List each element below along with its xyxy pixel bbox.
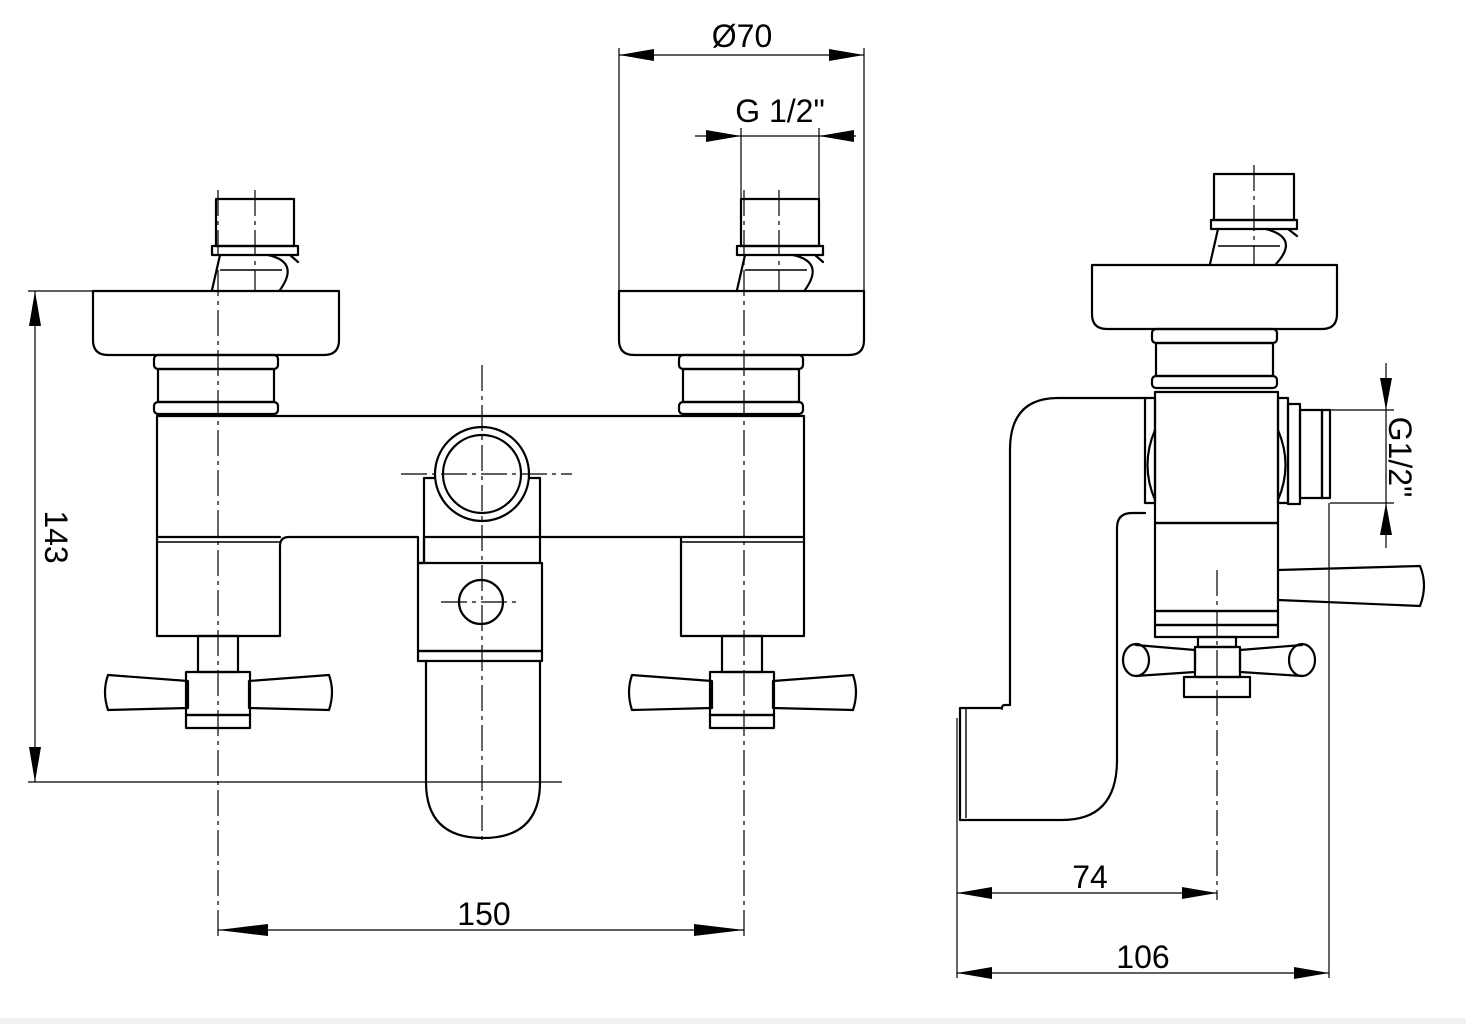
right-ring [677, 353, 805, 416]
spout [416, 476, 544, 840]
dim-label-106: 106 [1116, 939, 1169, 975]
dim-label-143: 143 [38, 510, 74, 563]
dim-label-thread-top: G 1/2" [735, 93, 825, 129]
front-view: 143 150 Ø70 G 1/2" [28, 18, 866, 940]
side-collar [1150, 327, 1279, 390]
dimension-74 [956, 718, 1217, 978]
left-flange [91, 289, 341, 357]
dim-label-diameter-70: Ø70 [712, 18, 772, 54]
side-body [1143, 390, 1290, 639]
dimension-diameter-70 [618, 48, 865, 291]
right-inlet [735, 197, 825, 292]
side-view: G1/2" 74 106 [956, 165, 1426, 979]
dimension-143 [28, 290, 562, 783]
bottom-strip [0, 1018, 1466, 1024]
side-lever [1276, 564, 1426, 608]
dim-label-150: 150 [457, 896, 510, 932]
side-cross-handle [1121, 635, 1317, 699]
dimension-thread-top [695, 128, 856, 199]
side-spout [958, 396, 1147, 822]
dimension-thread-side [1330, 363, 1394, 548]
side-outlet [1286, 402, 1332, 506]
side-flange [1090, 263, 1339, 331]
dim-label-74: 74 [1072, 859, 1108, 895]
dimension-150 [218, 924, 744, 936]
dim-label-thread-side: G1/2" [1382, 417, 1418, 498]
right-cross-handle [627, 634, 858, 730]
dimension-106 [957, 503, 1330, 979]
right-flange [617, 289, 866, 357]
left-ring [152, 353, 280, 416]
